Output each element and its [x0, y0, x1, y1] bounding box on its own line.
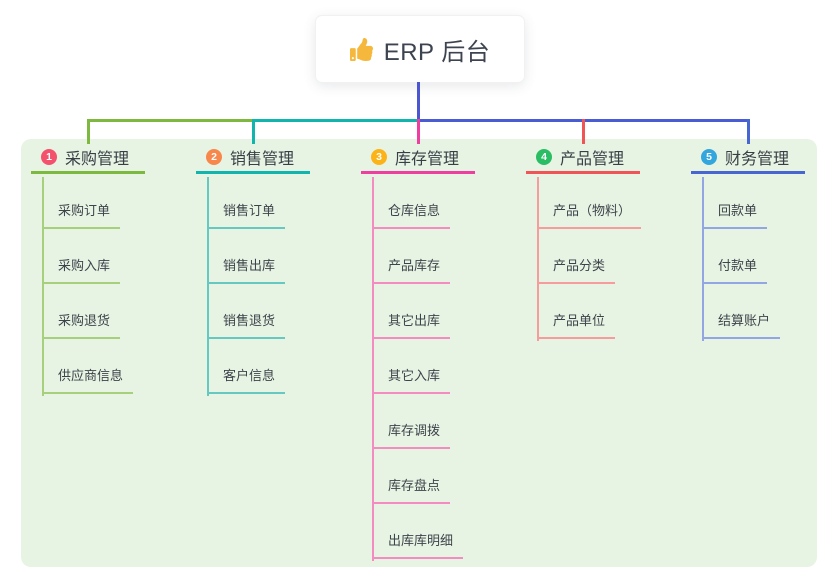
branch-header-1[interactable]: 1 采购管理	[31, 143, 145, 174]
mindmap-item-label: 客户信息	[207, 365, 286, 394]
branch-number-badge: 5	[701, 149, 717, 165]
mindmap-item-label: 仓库信息	[372, 200, 451, 229]
branch-connector-line	[207, 177, 209, 396]
mindmap-item[interactable]: 产品（物料）	[537, 177, 642, 229]
branch-connector-line	[537, 177, 539, 341]
branch-connector-line	[372, 177, 374, 561]
mindmap-item[interactable]: 供应商信息	[42, 342, 134, 394]
branch-connector-line	[702, 177, 704, 341]
mindmap-item[interactable]: 销售退货	[207, 287, 286, 339]
mindmap-item[interactable]: 付款单	[702, 232, 768, 284]
mindmap-item-label: 产品单位	[537, 310, 616, 339]
mindmap-item[interactable]: 库存调拨	[372, 397, 451, 449]
mindmap-item[interactable]: 销售订单	[207, 177, 286, 229]
branch-connector-line	[42, 177, 44, 396]
branch-drop-line	[86, 119, 90, 144]
mindmap-item[interactable]: 销售出库	[207, 232, 286, 284]
branches-background-panel	[21, 139, 817, 567]
mindmap-item[interactable]: 产品单位	[537, 287, 616, 339]
mindmap-item-label: 回款单	[702, 200, 768, 229]
branch-label: 采购管理	[65, 151, 130, 168]
mindmap-item-label: 销售退货	[207, 310, 286, 339]
branch-drop-line	[581, 119, 585, 144]
thumbs-up-icon	[349, 37, 373, 61]
mindmap-item-label: 销售出库	[207, 255, 286, 284]
mindmap-item[interactable]: 库存盘点	[372, 452, 451, 504]
branch-number-badge: 1	[41, 149, 57, 165]
mindmap-item[interactable]: 仓库信息	[372, 177, 451, 229]
branch-number-badge: 2	[206, 149, 222, 165]
mindmap-item-label: 库存调拨	[372, 420, 451, 449]
root-node-erp[interactable]: ERP 后台	[315, 15, 525, 83]
branch-label: 销售管理	[230, 151, 295, 168]
branch-header-3[interactable]: 3 库存管理	[361, 143, 475, 174]
mindmap-item[interactable]: 客户信息	[207, 342, 286, 394]
mindmap-item[interactable]: 其它出库	[372, 287, 451, 339]
branch-label: 库存管理	[395, 151, 460, 168]
mindmap-item-label: 产品分类	[537, 255, 616, 284]
branch-drop-line	[416, 119, 420, 144]
mindmap-item-label: 库存盘点	[372, 475, 451, 504]
mindmap-item[interactable]: 产品库存	[372, 232, 451, 284]
bus-segment	[86, 119, 255, 122]
mindmap-item[interactable]: 采购退货	[42, 287, 121, 339]
mindmap-item-label: 供应商信息	[42, 365, 134, 394]
mindmap-item-label: 采购订单	[42, 200, 121, 229]
root-node-label: ERP 后台	[383, 38, 491, 66]
branch-header-5[interactable]: 5 财务管理	[691, 143, 805, 174]
branch-drop-line	[746, 119, 750, 144]
mindmap-item-label: 其它入库	[372, 365, 451, 394]
mindmap-item[interactable]: 产品分类	[537, 232, 616, 284]
branch-label: 财务管理	[725, 151, 790, 168]
mindmap-item-label: 结算账户	[702, 310, 781, 339]
root-connector-line	[416, 82, 420, 122]
mindmap-item-label: 其它出库	[372, 310, 451, 339]
mindmap-item-label: 采购退货	[42, 310, 121, 339]
mindmap-item-label: 产品（物料）	[537, 200, 642, 229]
mindmap-item[interactable]: 采购入库	[42, 232, 121, 284]
branch-label: 产品管理	[560, 151, 625, 168]
mindmap-item-label: 出库库明细	[372, 530, 464, 559]
mindmap-item-label: 付款单	[702, 255, 768, 284]
mindmap-item[interactable]: 结算账户	[702, 287, 781, 339]
mindmap-item-label: 产品库存	[372, 255, 451, 284]
bus-segment	[251, 119, 420, 122]
mindmap-item-label: 销售订单	[207, 200, 286, 229]
branch-number-badge: 3	[371, 149, 387, 165]
branch-drop-line	[251, 119, 255, 144]
mindmap-item-label: 采购入库	[42, 255, 121, 284]
branch-number-badge: 4	[536, 149, 552, 165]
branch-header-2[interactable]: 2 销售管理	[196, 143, 310, 174]
mindmap-item[interactable]: 采购订单	[42, 177, 121, 229]
branch-header-4[interactable]: 4 产品管理	[526, 143, 640, 174]
mindmap-item[interactable]: 其它入库	[372, 342, 451, 394]
mindmap-item[interactable]: 出库库明细	[372, 507, 464, 559]
mindmap-item[interactable]: 回款单	[702, 177, 768, 229]
